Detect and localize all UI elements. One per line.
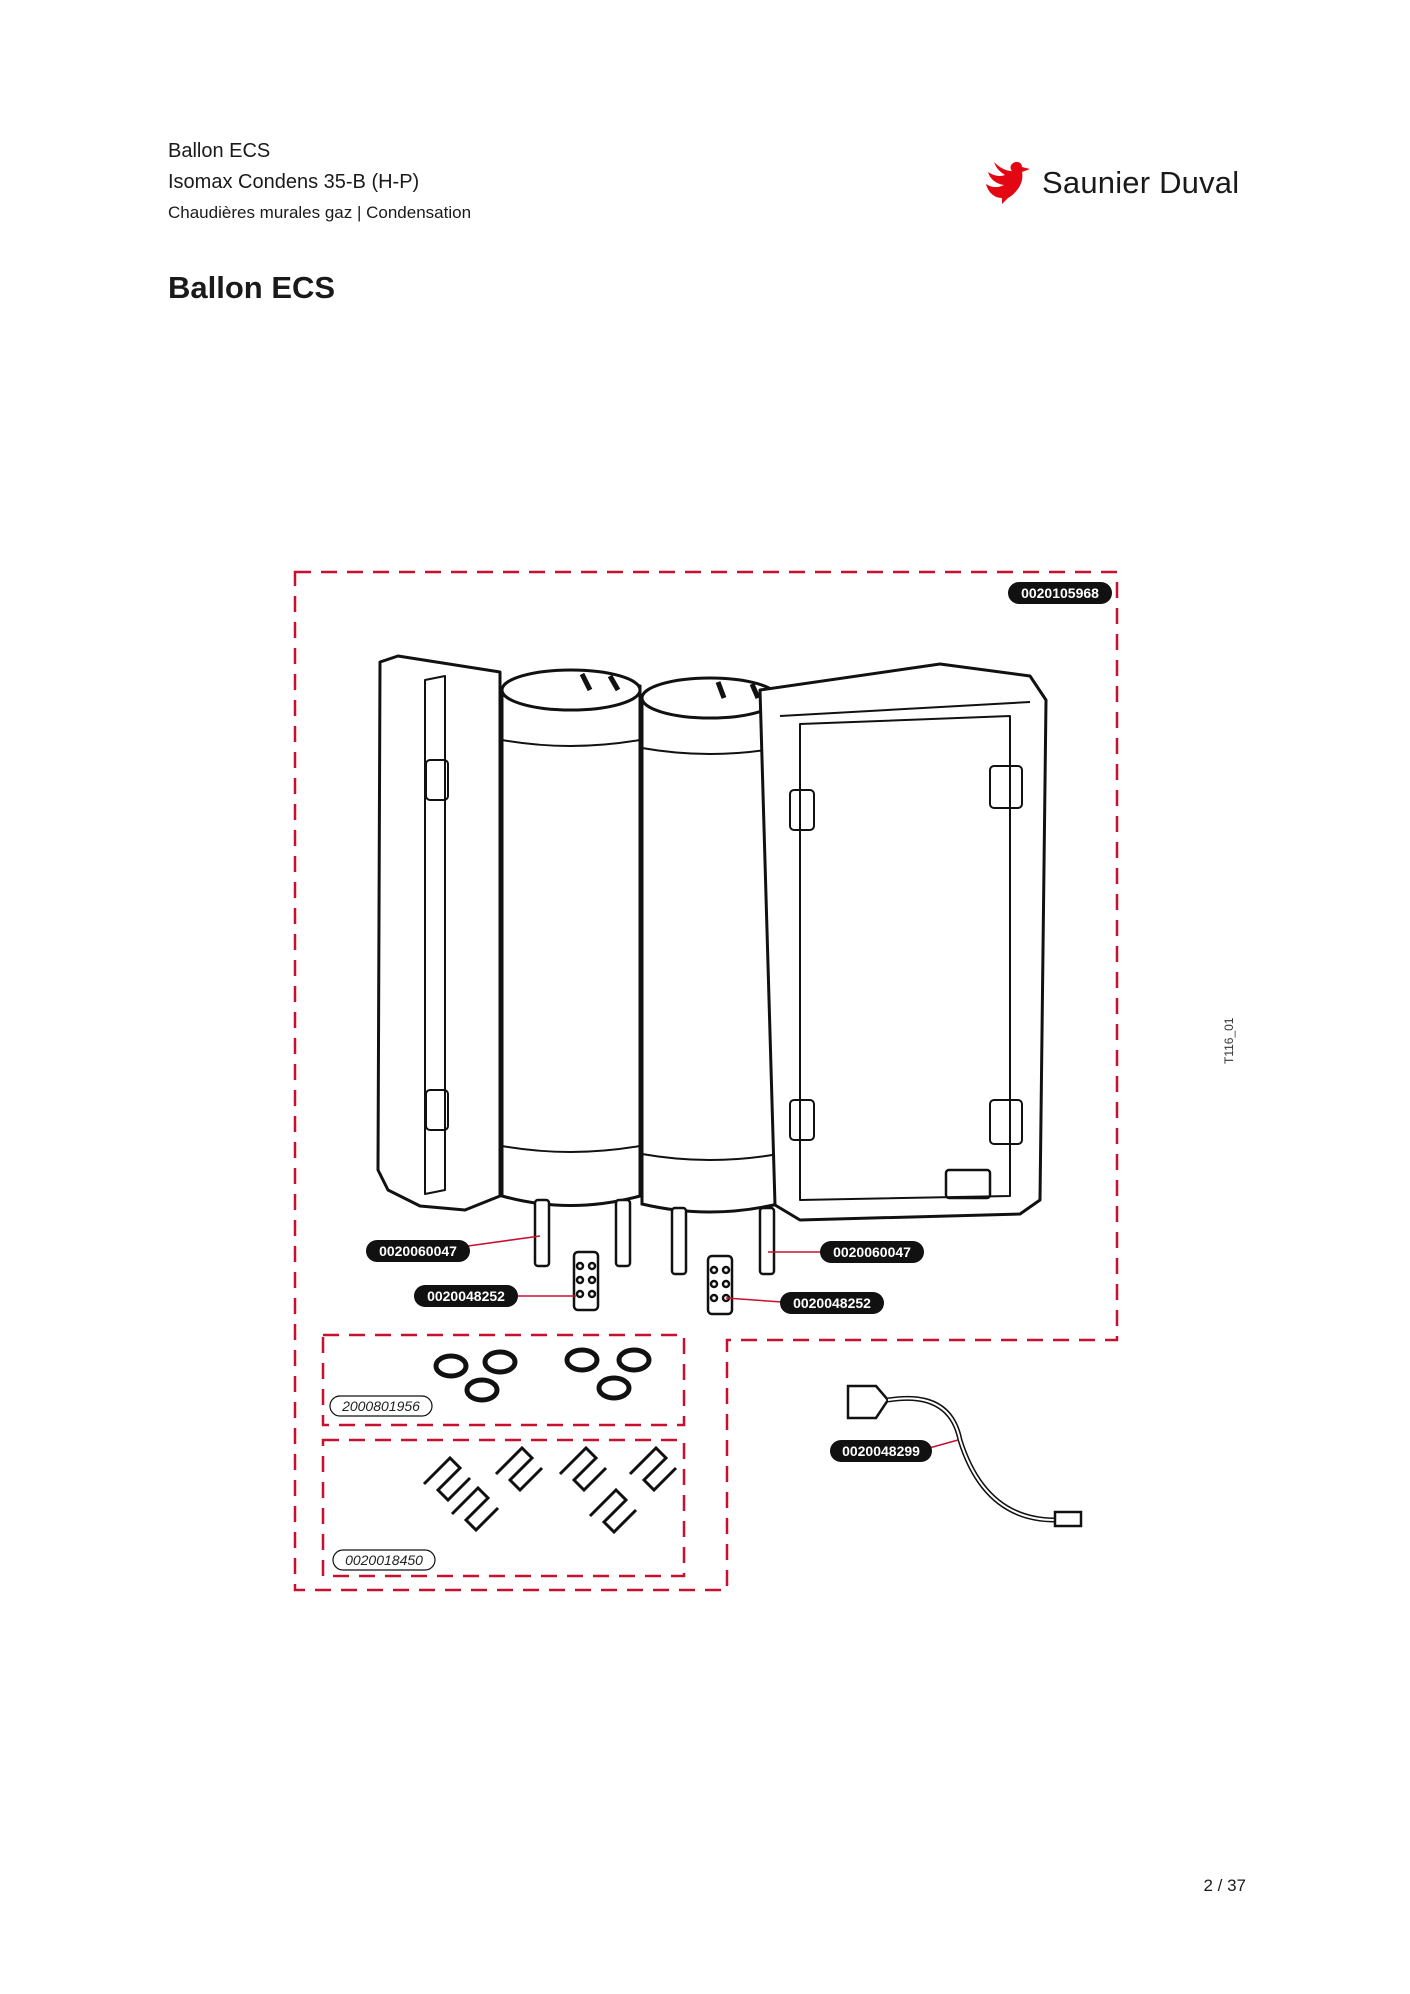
right-cylinder	[640, 676, 780, 1214]
header-product: Isomax Condens 35-B (H-P)	[168, 171, 420, 193]
seal-rings	[433, 1347, 652, 1403]
page-title: Ballon ECS	[168, 270, 336, 305]
part-label-tank-assembly: 0020105968	[1008, 582, 1112, 604]
tank-pipes	[533, 1198, 776, 1276]
sensor-cable	[846, 1384, 1083, 1528]
right-tank-casing	[758, 662, 1048, 1222]
document-header: Ballon ECS Isomax Condens 35-B (H-P) Cha…	[168, 136, 471, 228]
seal-kit-code: 2000801956	[341, 1398, 420, 1414]
seal-kit-frame	[321, 1333, 686, 1427]
brand-logo: Saunier Duval	[982, 160, 1239, 206]
part-label-pipe-right: 0020060047	[820, 1241, 924, 1263]
anode-right-code: 0020048252	[793, 1295, 871, 1311]
header-section: Ballon ECS	[168, 140, 271, 162]
bird-logo-icon	[986, 161, 1030, 204]
page-number: 2 / 37	[1203, 1876, 1246, 1895]
retaining-clips	[422, 1445, 678, 1535]
left-cylinder	[500, 668, 642, 1207]
part-label-sensor-cable: 0020048299	[830, 1440, 932, 1462]
left-tank-casing	[376, 654, 502, 1212]
pipe-left-code: 0020060047	[379, 1243, 457, 1259]
part-label-pipe-left: 0020060047	[366, 1240, 470, 1262]
magnesium-anodes	[572, 1250, 734, 1316]
part-label-clip-kit: 0020018450	[332, 1549, 436, 1571]
pipe-right-code: 0020060047	[833, 1244, 911, 1260]
figure-reference-code: T116_01	[1222, 1017, 1236, 1064]
header-category: Chaudières murales gaz | Condensation	[168, 203, 472, 222]
clip-kit-code: 0020018450	[345, 1552, 423, 1568]
brand-name: Saunier Duval	[1042, 165, 1240, 200]
tank-assembly-code: 0020105968	[1021, 585, 1099, 601]
part-label-anode-left: 0020048252	[414, 1285, 518, 1307]
sensor-cable-code: 0020048299	[842, 1443, 920, 1459]
dashed-frames	[293, 570, 1119, 1592]
clip-kit-frame	[321, 1438, 686, 1578]
part-label-seal-kit: 2000801956	[329, 1395, 433, 1417]
main-assembly-frame	[293, 570, 1119, 1592]
anode-left-code: 0020048252	[427, 1288, 505, 1304]
part-label-anode-right: 0020048252	[780, 1292, 884, 1314]
